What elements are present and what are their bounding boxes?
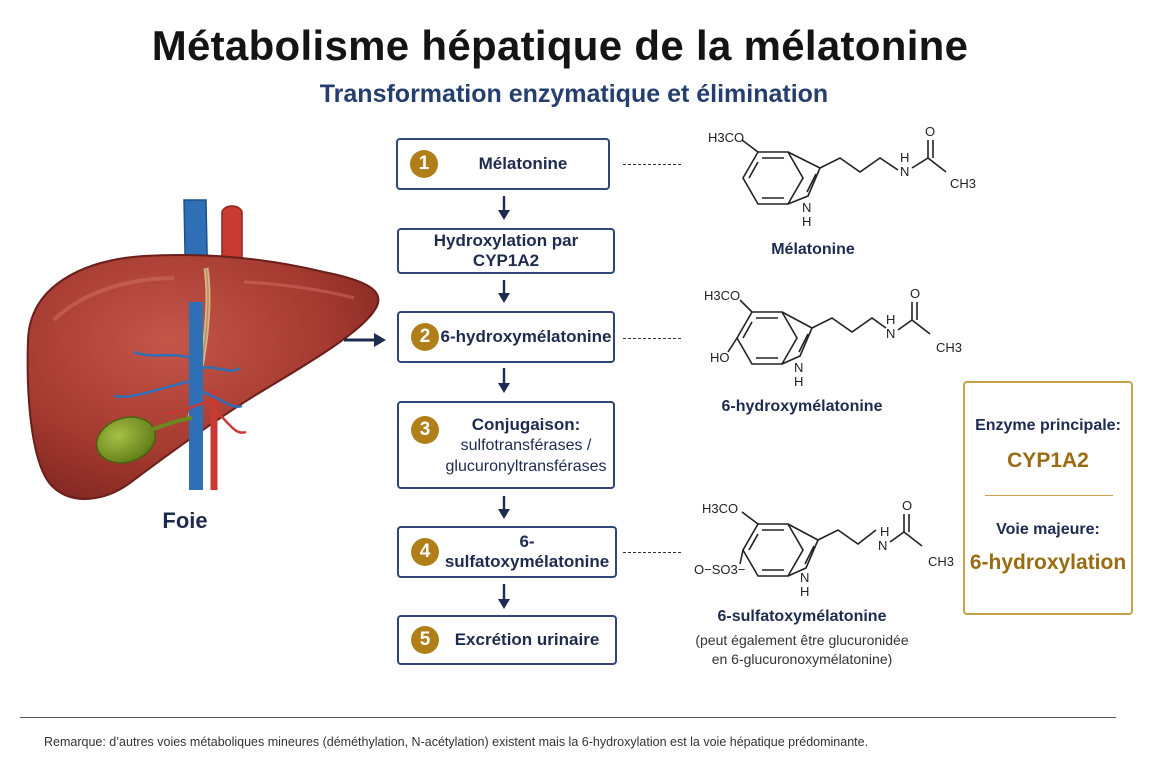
- mol-ring-n: N: [800, 570, 809, 585]
- mol-sub-nh: N: [900, 164, 909, 179]
- dashed-connector: [623, 164, 681, 165]
- page-subtitle: Transformation enzymatique et éliminatio…: [319, 80, 829, 108]
- step-number: 5: [411, 626, 439, 654]
- route-heading: Voie majeure:: [996, 521, 1100, 538]
- step-6-sulfatoxymelatonine: 4 6-sulfatoxymélatonine: [397, 526, 617, 578]
- mol-sub-nh-h: H: [900, 150, 909, 165]
- mol-sub-nh-h: H: [880, 524, 889, 539]
- mol-sub-o: O: [925, 124, 935, 139]
- step-label: Hydroxylation par CYP1A2: [433, 231, 579, 270]
- step-number: 3: [411, 416, 439, 444]
- mol-sub-left: O−SO3−: [694, 562, 745, 577]
- mol-sub-o: O: [902, 498, 912, 513]
- mol-sub-methyl: CH3: [928, 554, 954, 569]
- footer-divider: [20, 717, 1116, 718]
- arrow-down-icon: [498, 210, 510, 220]
- molecule-name: 6-hydroxymélatonine: [721, 398, 883, 415]
- arrow-down-icon: [498, 509, 510, 519]
- step-label: Mélatonine: [478, 154, 568, 173]
- step-hydroxylation: Hydroxylation par CYP1A2: [397, 228, 615, 274]
- dashed-connector: [623, 338, 681, 339]
- dashed-connector: [623, 552, 681, 553]
- enzyme-value: CYP1A2: [1007, 449, 1089, 472]
- step-label: Conjugaison: sulfotransférases / glucuro…: [439, 414, 613, 477]
- liver-to-pathway-arrow: [344, 333, 386, 347]
- step-label: 6-sulfatoxymélatonine: [444, 532, 610, 571]
- arrow-down-icon: [498, 383, 510, 393]
- mol-sub-o: O: [910, 286, 920, 301]
- mol-ring-n: N: [802, 200, 811, 215]
- step-label-line1: Conjugaison:: [471, 414, 581, 434]
- mol-sub-left: HO: [710, 350, 730, 365]
- structure-6-sulfatoxymelatonine: H3CO O−SO3− H N O CH3 N H: [694, 498, 954, 599]
- step-number: 4: [411, 538, 439, 566]
- structure-6-hydroxymelatonine: H3CO HO H N O CH3 N H: [704, 286, 962, 389]
- mol-ring-n: N: [794, 360, 803, 375]
- molecule-note-line1: (peut également être glucuronidée: [695, 632, 909, 648]
- mol-ring-h: H: [794, 374, 803, 389]
- molecule-name: Mélatonine: [771, 241, 855, 258]
- page-title: Métabolisme hépatique de la mélatonine: [151, 22, 969, 69]
- divider: [985, 495, 1113, 496]
- route-value: 6-hydroxylation: [969, 551, 1127, 574]
- step-excretion: 5 Excrétion urinaire: [397, 615, 617, 665]
- step-number: 2: [411, 323, 439, 351]
- enzyme-heading: Enzyme principale:: [975, 417, 1121, 434]
- flow-arrows: [498, 196, 510, 609]
- molecule-name: 6-sulfatoxymélatonine: [717, 608, 887, 625]
- mol-sub-methyl: CH3: [936, 340, 962, 355]
- step-melatonine: 1 Mélatonine: [396, 138, 610, 190]
- step-label: 6-hydroxymélatonine: [440, 327, 612, 346]
- mol-sub-top: H3CO: [708, 130, 744, 145]
- mol-sub-top: H3CO: [704, 288, 740, 303]
- step-label-line2: sulfotransférases /: [460, 436, 592, 454]
- mol-sub-methyl: CH3: [950, 176, 976, 191]
- mol-sub-top: H3CO: [702, 501, 738, 516]
- footnote: Remarque: d’autres voies métaboliques mi…: [44, 735, 869, 749]
- mol-sub-nh: N: [878, 538, 887, 553]
- step-number: 1: [410, 150, 438, 178]
- mol-sub-nh-h: H: [886, 312, 895, 327]
- structure-melatonine: H3CO H N O CH3 N H: [708, 124, 976, 229]
- mol-ring-h: H: [800, 584, 809, 599]
- step-label-line3: glucuronyltransférases: [445, 457, 607, 475]
- step-label: Excrétion urinaire: [454, 630, 600, 649]
- step-6-hydroxymelatonine: 2 6-hydroxymélatonine: [397, 311, 615, 363]
- molecule-note: (peut également être glucuronidée en 6-g…: [677, 631, 927, 669]
- enzyme-summary-box: Enzyme principale: CYP1A2 Voie majeure: …: [963, 381, 1133, 615]
- organ-label: Foie: [162, 508, 208, 533]
- mol-ring-h: H: [802, 214, 811, 229]
- arrow-down-icon: [498, 293, 510, 303]
- liver-illustration: [26, 199, 380, 500]
- mol-sub-nh: N: [886, 326, 895, 341]
- arrow-down-icon: [498, 599, 510, 609]
- gallbladder: [95, 416, 157, 464]
- step-conjugaison: 3 Conjugaison: sulfotransférases / glucu…: [397, 401, 615, 489]
- molecule-note-line2: en 6-glucuronoxymélatonine): [711, 651, 893, 667]
